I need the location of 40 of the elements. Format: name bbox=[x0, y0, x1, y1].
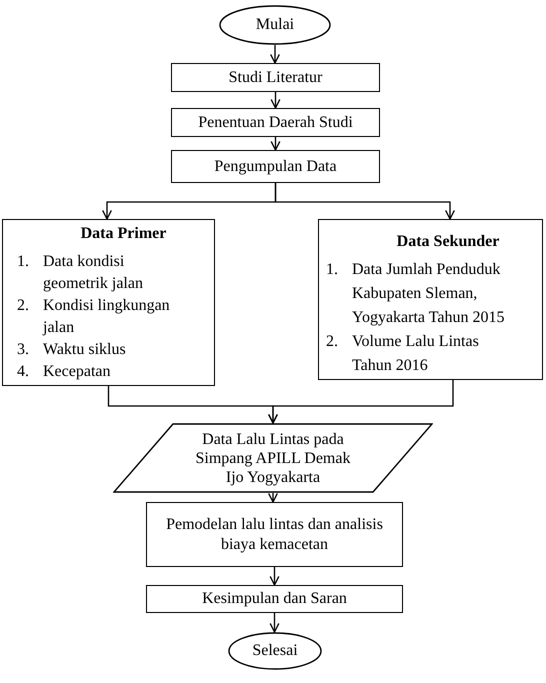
list-item-text: Kecepatan bbox=[43, 362, 112, 382]
list-number: 1. bbox=[326, 260, 339, 280]
list-number: 1. bbox=[17, 252, 30, 272]
list-number: 4. bbox=[17, 362, 30, 382]
arrow bbox=[270, 613, 280, 633]
step-label: Pengumpulan Data bbox=[214, 158, 337, 174]
data-parallelogram bbox=[113, 423, 433, 493]
list-heading: Data Sekunder bbox=[396, 233, 500, 250]
list-box bbox=[318, 219, 543, 380]
list-number: 2. bbox=[326, 332, 339, 352]
data-label: Data Lalu Lintas pada Simpang APILL Demak Ijo Yogyakarta bbox=[196, 430, 350, 486]
terminal-ellipse bbox=[228, 632, 322, 670]
terminal-ellipse bbox=[219, 5, 331, 45]
terminal-label: Mulai bbox=[256, 16, 294, 33]
arrow bbox=[270, 137, 280, 151]
arrow bbox=[270, 45, 280, 64]
process-box bbox=[171, 108, 380, 137]
process-box bbox=[171, 150, 380, 183]
arrow bbox=[268, 380, 454, 424]
step-label: Studi Literatur bbox=[228, 68, 322, 86]
arrow bbox=[268, 492, 278, 503]
arrow bbox=[270, 567, 280, 586]
list-number: 3. bbox=[17, 340, 30, 360]
terminal-label: Selesai bbox=[252, 642, 298, 659]
step-label: Penentuan Daerah Studi bbox=[198, 114, 353, 130]
list-item-text: Volume Lalu Lintas Tahun 2016 bbox=[352, 332, 480, 376]
list-item-text: Data kondisi geometrik jalan bbox=[43, 252, 144, 294]
arrow bbox=[274, 183, 455, 220]
process-box bbox=[171, 63, 380, 92]
process-box bbox=[146, 585, 403, 613]
arrow bbox=[270, 92, 280, 109]
list-item-text: Kondisi lingkungan jalan bbox=[43, 296, 171, 338]
list-item-text: Waktu siklus bbox=[43, 340, 127, 360]
step-label: Pemodelan lalu lintas dan analisis biaya kemacetan bbox=[166, 516, 383, 552]
process-box bbox=[146, 502, 403, 567]
list-heading: Data Primer bbox=[80, 225, 166, 242]
list-box bbox=[2, 219, 215, 386]
step-label: Kesimpulan dan Saran bbox=[202, 590, 347, 607]
list-number: 2. bbox=[17, 296, 30, 316]
list-item-text: Data Jumlah Penduduk Kabupaten Sleman, Yogyakarta Tahun 2015 bbox=[352, 260, 506, 328]
